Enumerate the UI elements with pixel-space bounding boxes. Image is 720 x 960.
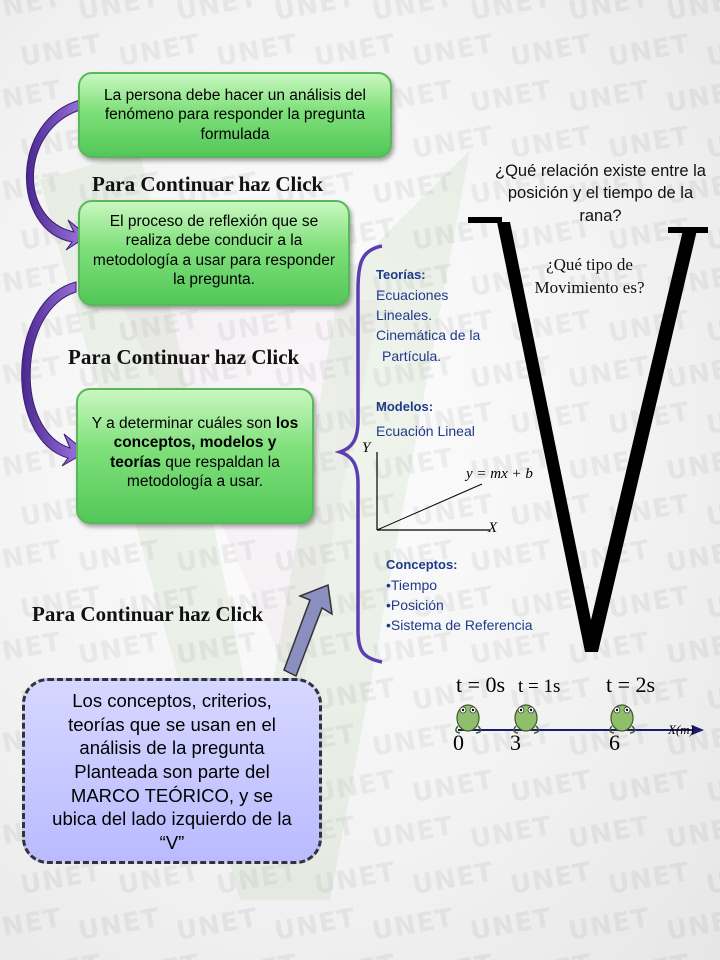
frog-icon xyxy=(609,704,636,734)
frog-icon xyxy=(455,704,482,734)
box-concepts-text-post: que respaldan la metodología a usar. xyxy=(126,453,280,491)
teorias-title: Teorías: xyxy=(376,267,426,282)
teorias-item: Partícula. xyxy=(382,347,442,364)
teorias-item: Cinemática de la xyxy=(376,327,481,344)
box-concepts[interactable]: Y a determinar cuáles son los conceptos,… xyxy=(76,388,314,524)
graph-equation: y = mx + b xyxy=(466,466,533,482)
position-label-2: 6 xyxy=(609,730,620,755)
frog-icon xyxy=(513,704,540,734)
brace xyxy=(334,244,383,664)
marco-teorico-text: Los conceptos, criterios, teorías que se… xyxy=(52,690,292,854)
box-analysis[interactable]: La persona debe hacer un análisis del fe… xyxy=(78,72,392,158)
conceptos-item: •Posición xyxy=(386,597,444,614)
conceptos-block: Conceptos: •Tiempo •Posición •Sistema de… xyxy=(386,556,566,636)
teorias-block: Teorías: Ecuaciones Lineales. Cinemática… xyxy=(376,266,516,366)
position-label-0: 0 xyxy=(453,730,464,755)
continue-link-3[interactable]: Para Continuar haz Click xyxy=(32,602,264,626)
conceptos-title: Conceptos: xyxy=(386,557,458,572)
conceptos-item: •Sistema de Referencia xyxy=(386,617,533,634)
time-label-0: t = 0s xyxy=(456,672,506,697)
graph-line xyxy=(376,483,483,531)
curved-arrow-1 xyxy=(26,99,89,251)
v-shape-arms xyxy=(497,222,697,652)
modelos-title: Modelos: xyxy=(376,399,434,414)
secondary-question: ¿Qué tipo de Movimiento es? xyxy=(534,255,645,297)
box-concepts-text-bold: los conceptos, modelos y teorías xyxy=(110,415,299,471)
time-label-1: t = 1s xyxy=(518,676,561,697)
continue-link-2[interactable]: Para Continuar haz Click xyxy=(68,345,300,369)
linear-graph xyxy=(376,452,490,531)
x-axis-label: X(m) xyxy=(668,722,694,737)
focus-question: ¿Qué relación existe entre la posición y… xyxy=(495,162,706,225)
curved-arrow-2 xyxy=(21,281,87,467)
time-label-2: t = 2s xyxy=(606,672,656,697)
box-reflection-text: El proceso de reflexión que se realiza d… xyxy=(92,213,336,289)
teorias-item: Ecuaciones xyxy=(376,286,449,303)
box-concepts-text-pre: Y a determinar cuáles son xyxy=(91,415,276,432)
graph-x-label: X xyxy=(488,520,498,536)
graph-y-label: Y xyxy=(362,440,371,456)
marco-teorico-box: Los conceptos, criterios, teorías que se… xyxy=(22,678,322,864)
x-axis-arrowhead xyxy=(692,725,704,735)
up-arrow xyxy=(283,583,333,678)
continue-link-1[interactable]: Para Continuar haz Click xyxy=(92,172,324,196)
teorias-item: Lineales. xyxy=(376,307,433,324)
conceptos-item: •Tiempo xyxy=(386,576,438,593)
box-analysis-text: La persona debe hacer un análisis del fe… xyxy=(104,87,366,143)
box-reflection[interactable]: El proceso de reflexión que se realiza d… xyxy=(78,200,350,306)
modelos-block: Modelos: Ecuación Lineal xyxy=(376,398,516,441)
position-label-1: 3 xyxy=(510,730,521,755)
modelos-item: Ecuación Lineal xyxy=(376,422,475,439)
